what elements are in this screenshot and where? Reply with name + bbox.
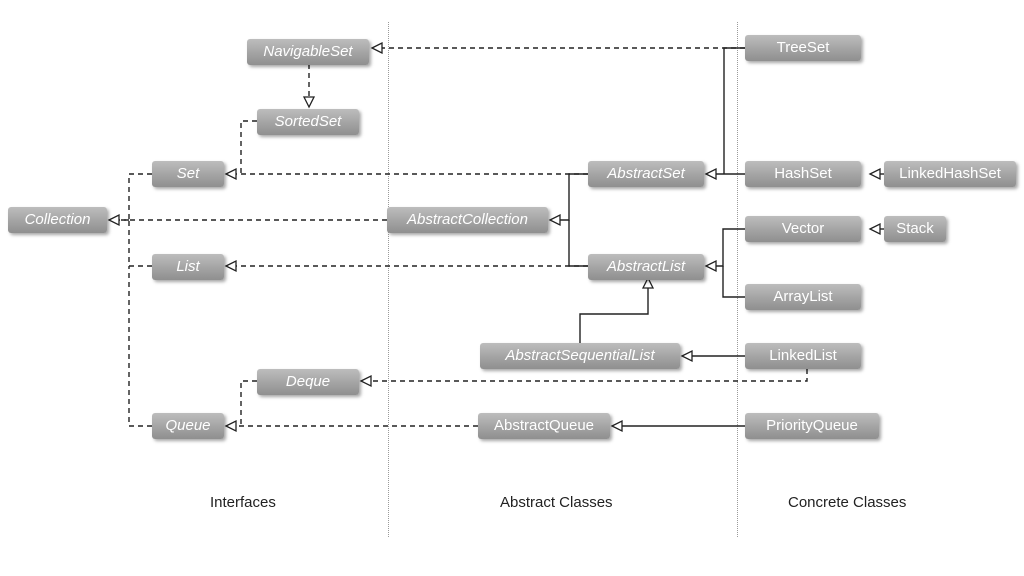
- edge-vector-abstractlist: [716, 228, 745, 267]
- node-abstract-set: AbstractSet: [588, 161, 704, 187]
- node-abstract-sequential-list: AbstractSequentialList: [480, 343, 680, 369]
- node-hash-set: HashSet: [745, 161, 861, 187]
- node-collection: Collection: [8, 207, 107, 233]
- arrowhead-abstractlist-bottom: [641, 276, 655, 289]
- node-linked-hash-set: LinkedHashSet: [884, 161, 1016, 187]
- edge-arraylist-abstractlist: [722, 266, 745, 298]
- arrowhead-queue: [224, 419, 237, 433]
- edge-abstractlist-abstractcollection: [568, 220, 588, 267]
- arrowhead-collection: [107, 213, 120, 227]
- arrowhead-abstractsequentiallist: [680, 349, 693, 363]
- column-label-abstract-classes: Abstract Classes: [500, 494, 613, 511]
- divider-interfaces-abstract: [388, 22, 389, 537]
- edge-set-collection: [128, 173, 152, 220]
- edge-list-collection: [128, 220, 152, 267]
- arrowhead-abstractset: [704, 167, 717, 181]
- node-tree-set: TreeSet: [745, 35, 861, 61]
- node-abstract-collection: AbstractCollection: [387, 207, 548, 233]
- node-deque: Deque: [257, 369, 359, 395]
- edge-sortedset-set: [240, 120, 257, 174]
- node-list: List: [152, 254, 224, 280]
- column-label-interfaces: Interfaces: [210, 494, 276, 511]
- node-array-list: ArrayList: [745, 284, 861, 310]
- arrowhead-deque: [359, 374, 372, 388]
- edge-deque-queue: [240, 380, 257, 426]
- arrowhead-sortedset: [302, 96, 316, 109]
- arrowhead-abstractcollection: [548, 213, 561, 227]
- edge-abstractsequentiallist-abstractlist: [579, 288, 649, 343]
- node-stack: Stack: [884, 216, 946, 242]
- edge-abstractset-abstractcollection: [560, 173, 588, 221]
- node-sorted-set: SortedSet: [257, 109, 359, 135]
- arrowhead-abstractlist: [704, 259, 717, 273]
- node-linked-list: LinkedList: [745, 343, 861, 369]
- edge-treeset-abstractset: [723, 47, 745, 174]
- edge-linkedlist-deque: [371, 369, 808, 382]
- node-abstract-list: AbstractList: [588, 254, 704, 280]
- arrowhead-hashset: [868, 167, 881, 181]
- node-priority-queue: PriorityQueue: [745, 413, 879, 439]
- column-label-concrete-classes: Concrete Classes: [788, 494, 907, 511]
- node-vector: Vector: [745, 216, 861, 242]
- node-abstract-queue: AbstractQueue: [478, 413, 610, 439]
- arrowhead-set: [224, 167, 237, 181]
- node-queue: Queue: [152, 413, 224, 439]
- edge-queue-collection: [128, 266, 152, 427]
- divider-abstract-concrete: [737, 22, 738, 537]
- arrowhead-list: [224, 259, 237, 273]
- node-set: Set: [152, 161, 224, 187]
- arrowhead-vector: [868, 222, 881, 236]
- arrowhead-abstractqueue: [610, 419, 623, 433]
- node-navigable-set: NavigableSet: [247, 39, 369, 65]
- arrowhead-navigableset: [370, 41, 383, 55]
